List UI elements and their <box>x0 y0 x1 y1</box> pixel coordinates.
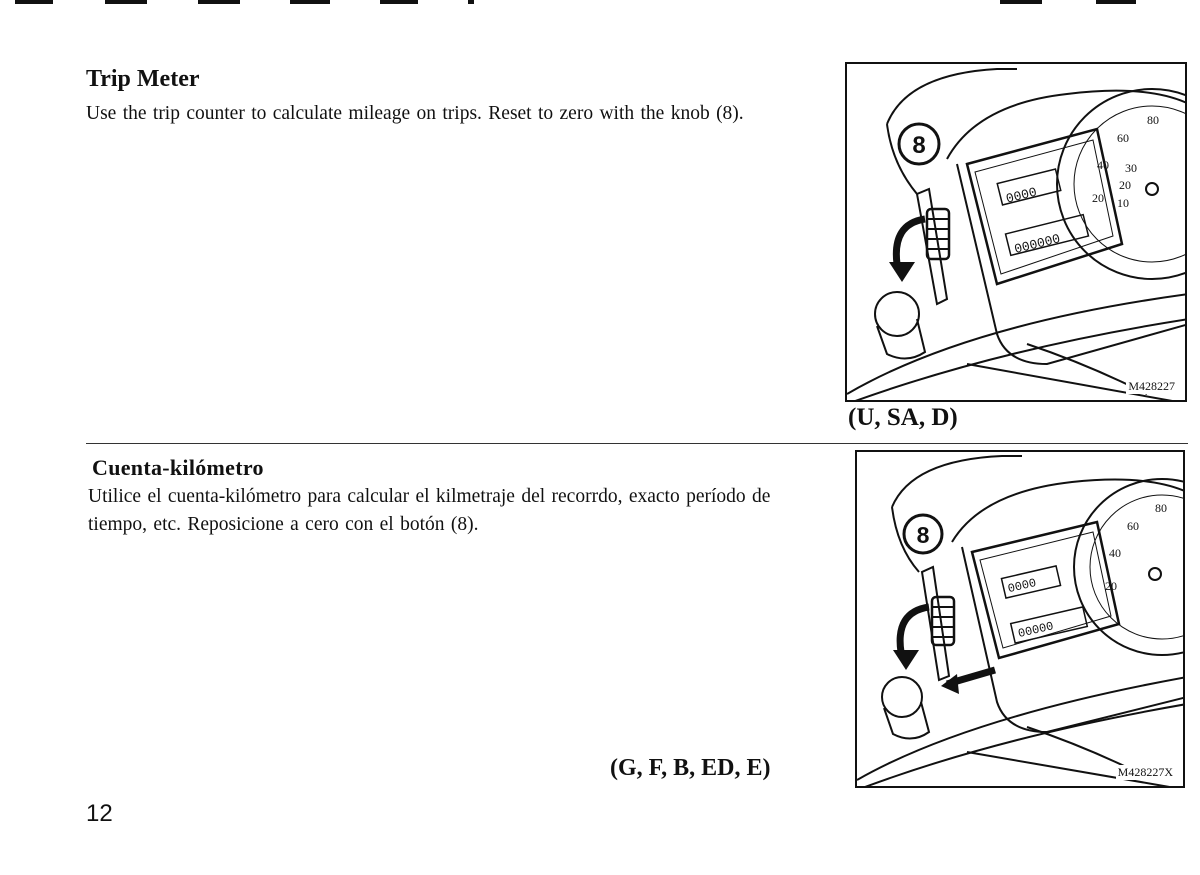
instrument-figure-1: 0000 000000 20 40 60 80 10 20 30 8 M4282… <box>845 62 1187 402</box>
dial-number: 20 <box>1092 191 1104 205</box>
instrument-figure-2: 0000 00000 20 40 60 80 8 M428227X <box>855 450 1185 788</box>
scan-edge-marks <box>15 0 1136 4</box>
dial-number: 20 <box>1105 579 1117 593</box>
region-label-1: (U, SA, D) <box>848 404 958 431</box>
section-divider <box>86 443 1188 444</box>
dial-number: 40 <box>1097 158 1109 172</box>
section-heading-en: Trip Meter <box>86 66 200 92</box>
dial-number: 80 <box>1147 113 1159 127</box>
dial-number: 40 <box>1109 546 1121 560</box>
figure-id: M428227X <box>1115 765 1175 780</box>
arrow-head-icon <box>893 650 919 670</box>
region-label-2: (G, F, B, ED, E) <box>610 755 771 781</box>
meter-illustration: 0000 00000 20 40 60 80 8 <box>857 455 1183 786</box>
total-counter-digits: 000000 <box>1013 231 1062 257</box>
arrow-head-icon <box>941 674 959 694</box>
section-heading-es: Cuenta-kilómetro <box>92 455 264 480</box>
callout-number: 8 <box>917 522 930 548</box>
callout-number: 8 <box>912 132 925 159</box>
rotate-arrow-icon <box>892 215 926 272</box>
meter-illustration: 0000 000000 20 40 60 80 10 20 30 8 <box>847 68 1185 400</box>
dial-number: 30 <box>1125 161 1137 175</box>
section-body-en: Use the trip counter to calculate mileag… <box>86 103 744 124</box>
section-body-es: Utilice el cuenta-kilómetro para calcula… <box>88 486 771 535</box>
dial-number: 80 <box>1155 501 1167 515</box>
callout-circle <box>902 513 944 555</box>
dial-number: 10 <box>1117 196 1129 210</box>
arrow-head-icon <box>889 262 915 282</box>
page-number: 12 <box>86 800 113 827</box>
trip-counter-digits: 0000 <box>1006 576 1037 596</box>
dial-number: 60 <box>1117 131 1129 145</box>
figure-id: M428227 <box>1126 379 1177 394</box>
dial-number: 20 <box>1119 178 1131 192</box>
trip-counter-digits: 0000 <box>1005 185 1039 207</box>
rotate-arrow-icon <box>896 603 930 660</box>
callout-circle <box>897 122 941 166</box>
dial-number: 60 <box>1127 519 1139 533</box>
